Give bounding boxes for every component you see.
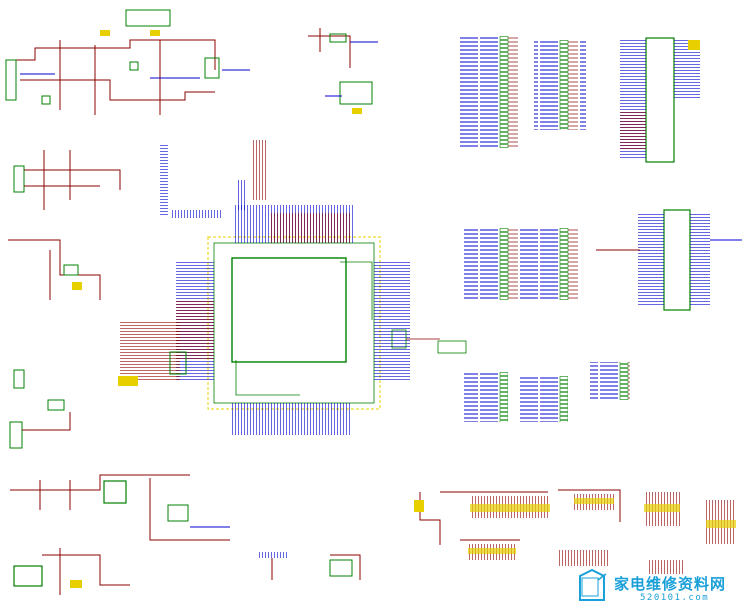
right-connectors: [596, 37, 742, 311]
power-input-circuit: [5, 9, 250, 115]
watermark-text: 家电维修资料网: [614, 575, 727, 593]
transistor-circuit: [308, 28, 378, 114]
watermark-url: 520101.com: [640, 593, 710, 603]
main-ic: [176, 140, 467, 435]
left-mid-circuits: [8, 145, 222, 449]
net-label-tables: [458, 36, 630, 422]
bottom-right-arrays: [414, 489, 736, 574]
bottom-left-circuits: [10, 474, 361, 595]
folder-box-logo: [579, 568, 607, 601]
